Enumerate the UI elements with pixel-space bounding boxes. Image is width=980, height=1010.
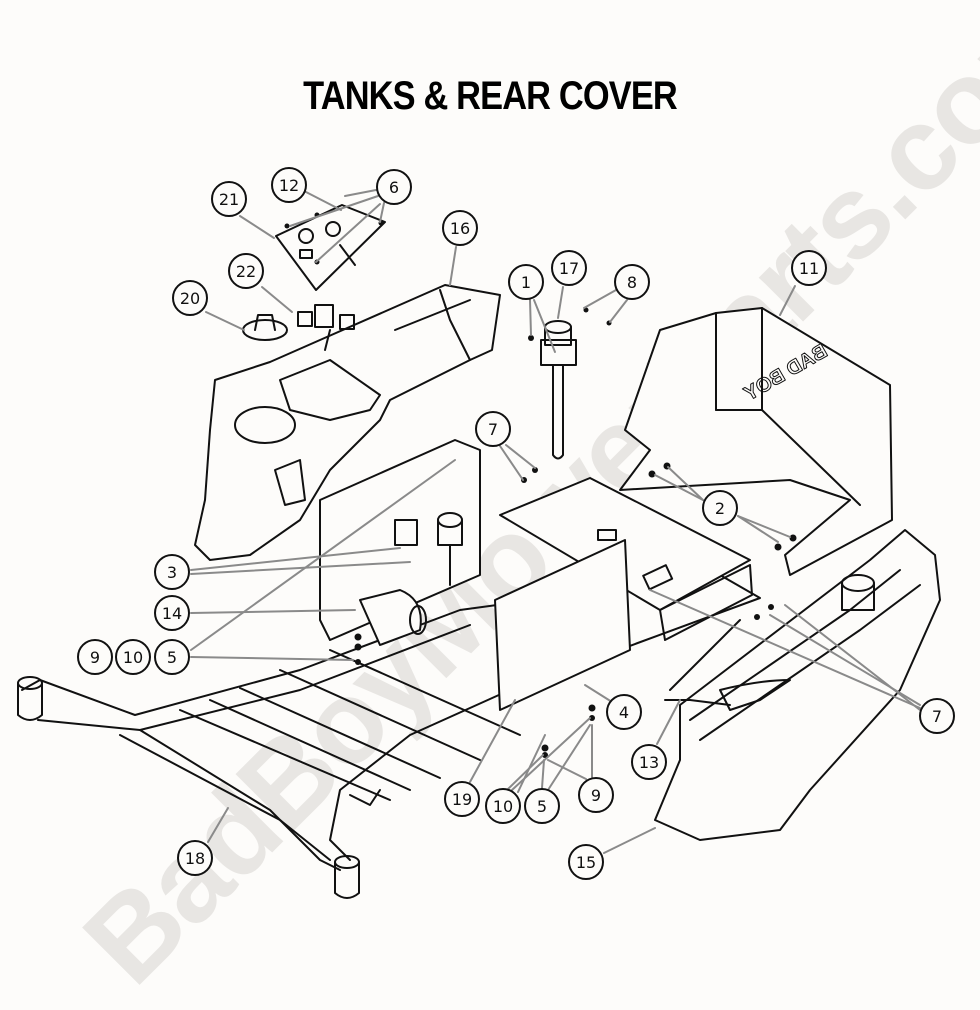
leader-lines <box>190 189 921 854</box>
exploded-parts-drawing: BAD BOY <box>17 189 941 899</box>
fuel-tank-left-part <box>194 284 501 561</box>
callout-19: 19 <box>444 781 480 817</box>
callout-7: 7 <box>475 411 511 447</box>
callout-9: 9 <box>77 639 113 675</box>
callout-15: 15 <box>568 844 604 880</box>
callout-4: 4 <box>606 694 642 730</box>
callout-17: 17 <box>551 250 587 286</box>
callout-20: 20 <box>172 280 208 316</box>
callout-5: 5 <box>154 639 190 675</box>
callout-18: 18 <box>177 840 213 876</box>
page-title: TANKS & REAR COVER <box>303 74 678 118</box>
callout-7: 7 <box>919 698 955 734</box>
frame-part <box>17 574 761 899</box>
fuel-line-part <box>664 619 741 706</box>
callout-10: 10 <box>485 788 521 824</box>
callout-14: 14 <box>154 595 190 631</box>
callout-11: 11 <box>791 250 827 286</box>
callout-10: 10 <box>115 639 151 675</box>
callout-16: 16 <box>442 210 478 246</box>
hydraulic-reservoir-part <box>540 320 577 460</box>
fuel-tank-right-part <box>654 529 941 841</box>
callout-2: 2 <box>702 490 738 526</box>
control-panel-plate-part <box>275 204 386 291</box>
fuel-cap-part <box>242 314 288 341</box>
callout-21: 21 <box>211 181 247 217</box>
callout-13: 13 <box>631 744 667 780</box>
chassis-plate-part <box>319 439 753 711</box>
switch-assembly-part <box>297 304 355 351</box>
callout-8: 8 <box>614 264 650 300</box>
callout-9: 9 <box>578 777 614 813</box>
filter-canister-part <box>359 589 427 646</box>
callout-22: 22 <box>228 253 264 289</box>
callout-5: 5 <box>524 788 560 824</box>
callout-6: 6 <box>376 169 412 205</box>
rear-cover-part: BAD BOY <box>619 307 893 576</box>
callout-1: 1 <box>508 264 544 300</box>
callout-12: 12 <box>271 167 307 203</box>
callout-3: 3 <box>154 554 190 590</box>
